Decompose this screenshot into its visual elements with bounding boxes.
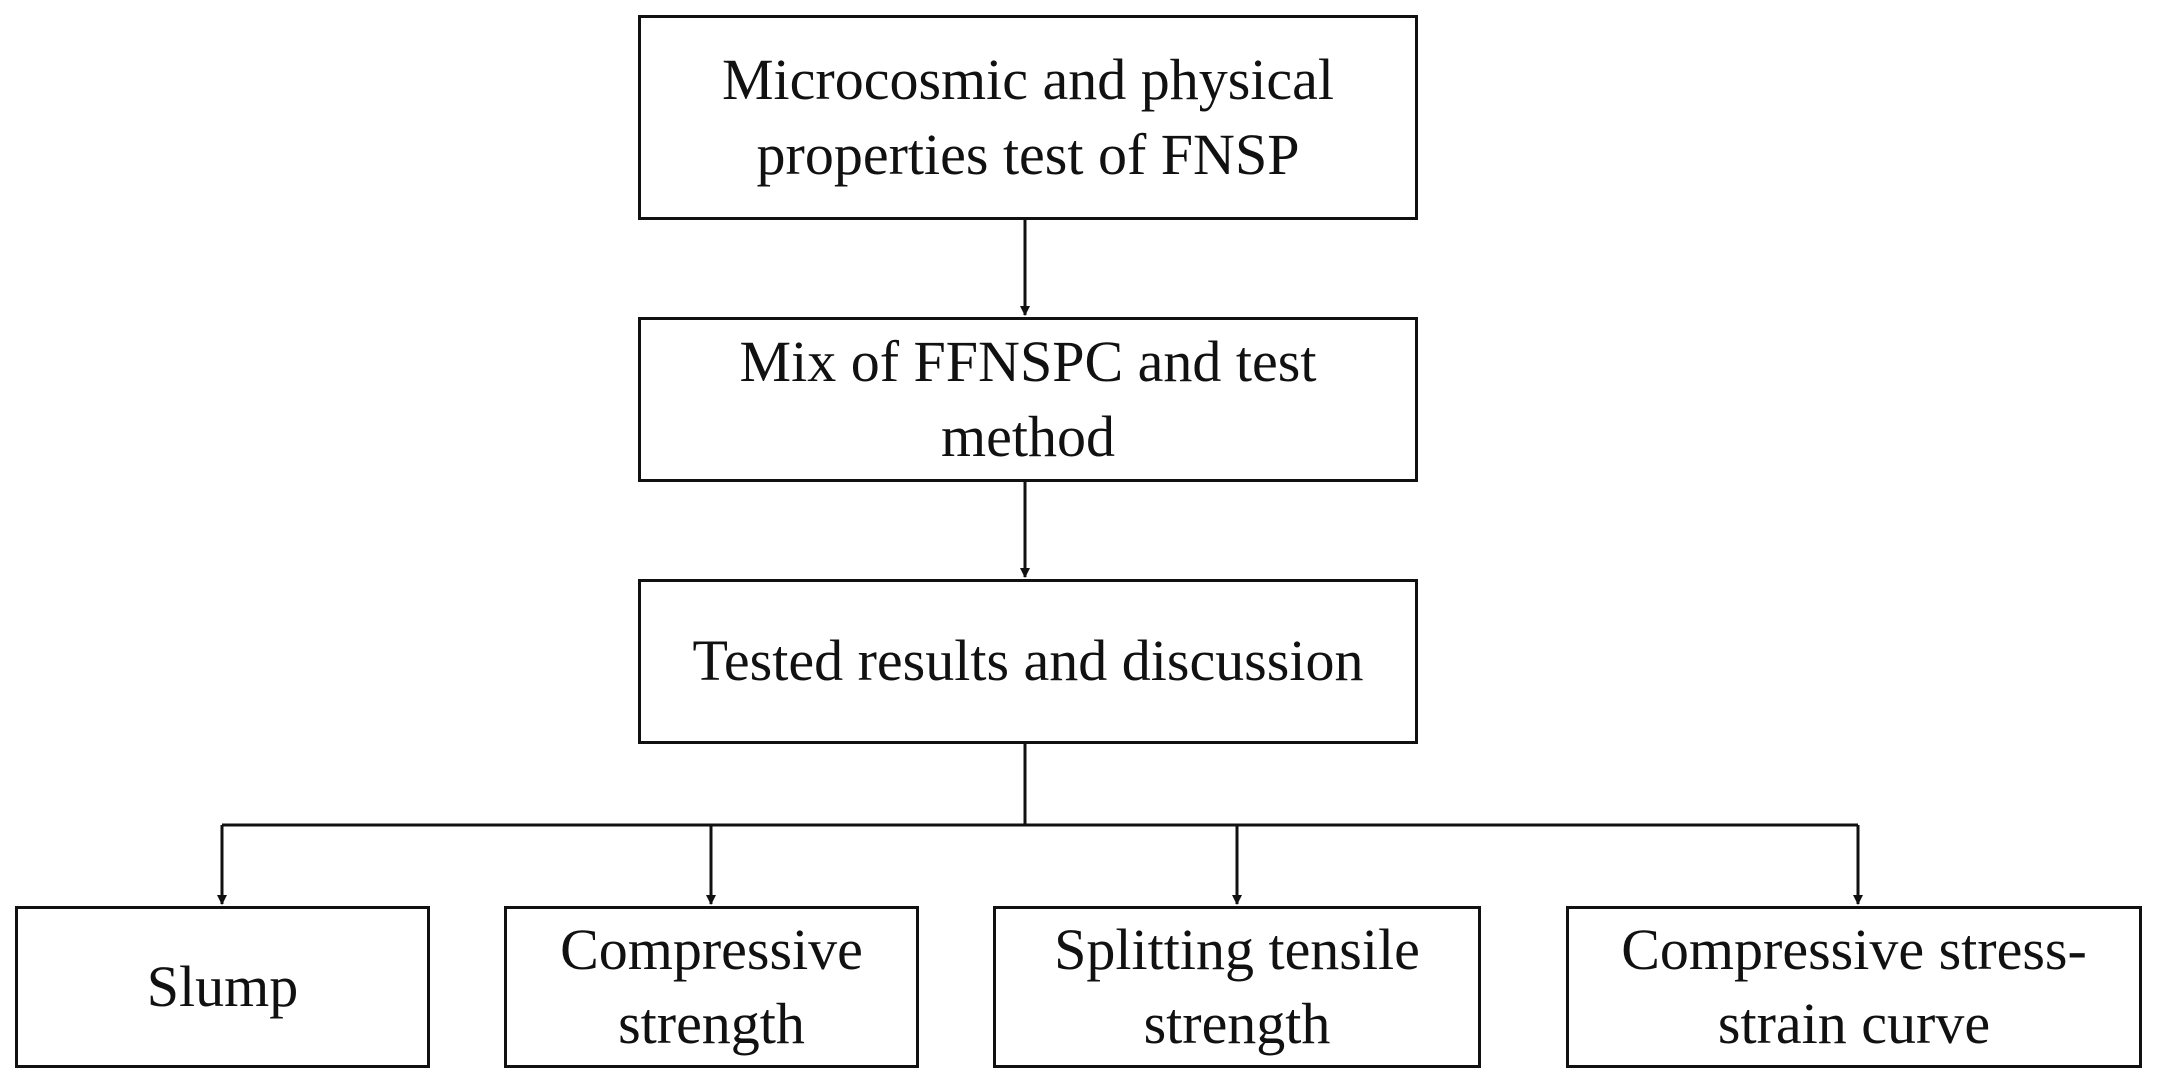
node-splitting-tensile-strength: Splitting tensile strength <box>993 906 1481 1068</box>
node-label: Splitting tensile strength <box>1054 916 1420 1056</box>
node-label: Mix of FFNSPC and test method <box>739 329 1317 469</box>
node-compressive-strength: Compressive strength <box>504 906 919 1068</box>
node-microcosmic-physical-properties-test: Microcosmic and physical properties test… <box>638 15 1418 220</box>
node-label: Tested results and discussion <box>692 628 1364 694</box>
node-compressive-stress-strain-curve: Compressive stress-strain curve <box>1566 906 2142 1068</box>
node-tested-results-discussion: Tested results and discussion <box>638 579 1418 744</box>
node-label: Slump <box>146 953 299 1019</box>
node-mix-and-test-method: Mix of FFNSPC and test method <box>638 317 1418 482</box>
node-slump: Slump <box>15 906 430 1068</box>
node-label: Compressive stress-strain curve <box>1621 916 2087 1056</box>
node-label: Compressive strength <box>560 916 863 1056</box>
node-label: Microcosmic and physical properties test… <box>721 47 1335 187</box>
